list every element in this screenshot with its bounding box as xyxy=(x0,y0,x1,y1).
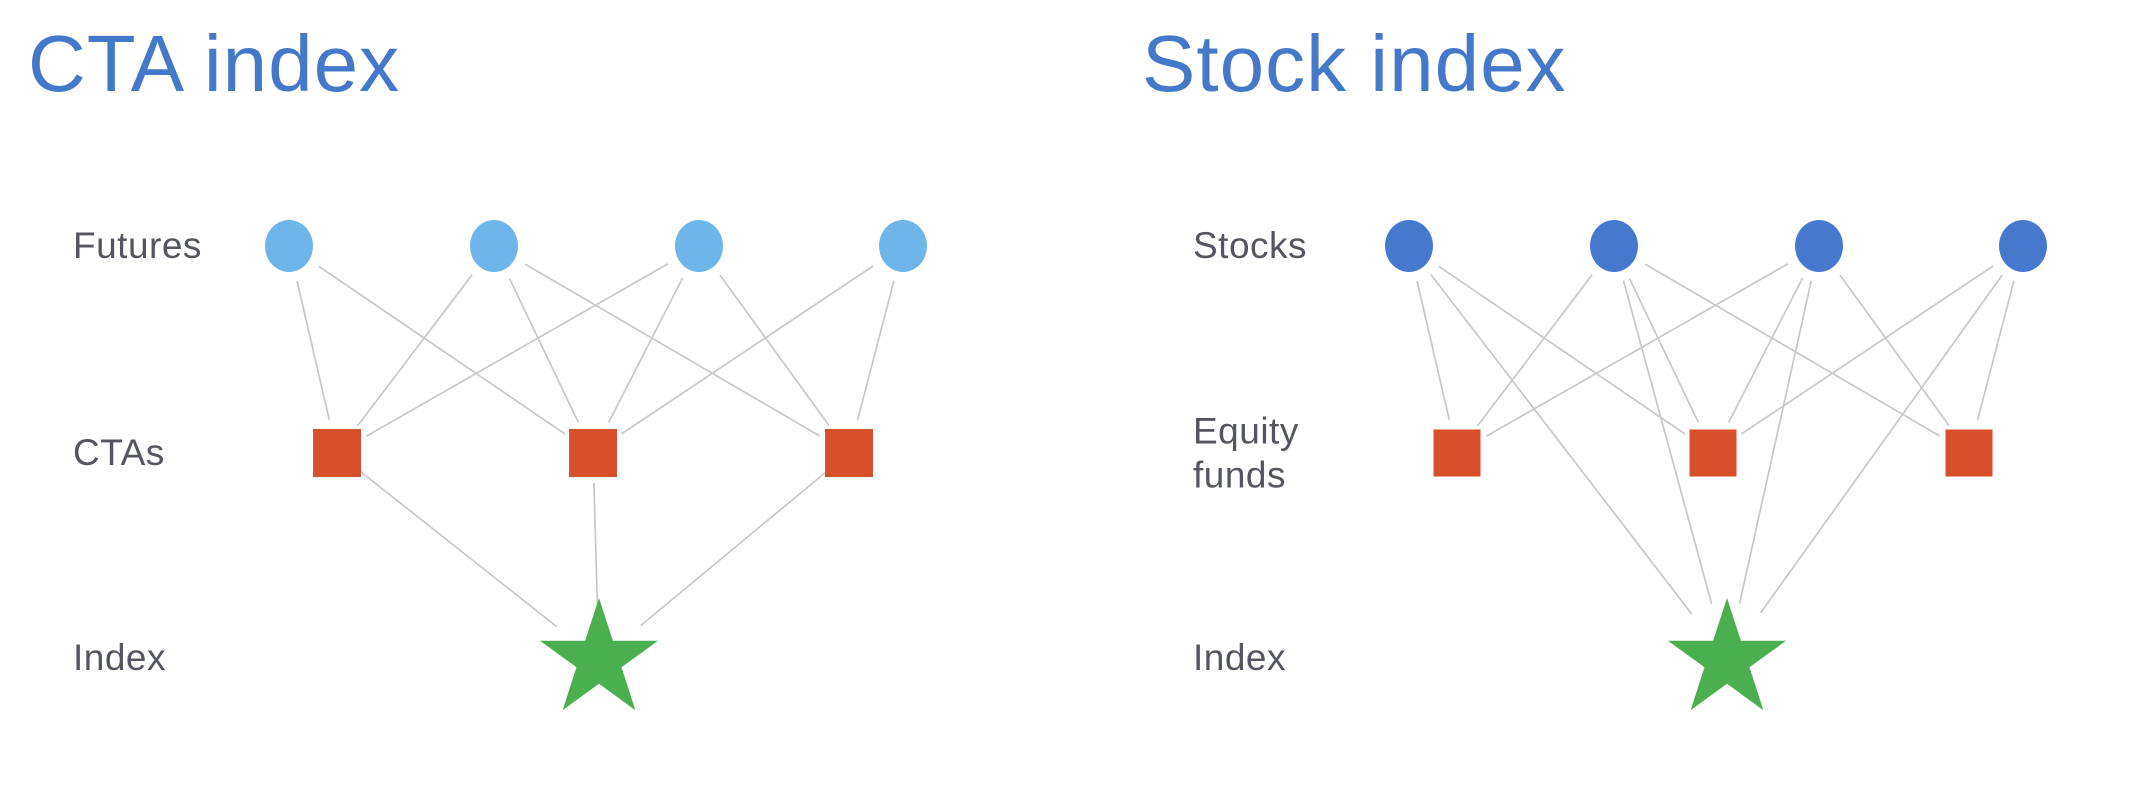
edge-cta-index-circle3-square3 xyxy=(719,274,830,426)
stock-index-star-node xyxy=(1668,598,1786,711)
label-index-right: Index xyxy=(1193,637,1287,679)
edge-stock-index-circle4-star xyxy=(1760,274,2003,614)
edge-cta-index-circle1-square1 xyxy=(296,280,331,421)
stock-index-circle-node-1 xyxy=(1385,220,1433,272)
edge-cta-index-circle4-square3 xyxy=(856,280,895,421)
label-index-left: Index xyxy=(73,637,167,679)
edge-stock-index-circle3-star xyxy=(1738,280,1813,604)
label-equity-funds: Equity funds xyxy=(1193,410,1299,495)
label-ctas: CTAs xyxy=(73,432,165,474)
edge-stock-index-circle4-square3 xyxy=(1976,280,2015,421)
cta-index-square-node-2 xyxy=(569,429,617,477)
cta-index-title: CTA index xyxy=(28,19,401,108)
edge-stock-index-circle4-square2 xyxy=(1740,265,1994,435)
edge-stock-index-circle1-star xyxy=(1430,273,1693,615)
stock-index-square-node-1 xyxy=(1433,429,1481,477)
cta-index-square-node-3 xyxy=(825,429,873,477)
edge-cta-index-circle2-square2 xyxy=(508,278,580,423)
edge-cta-index-circle2-square3 xyxy=(524,263,821,437)
edge-stock-index-circle2-square3 xyxy=(1644,263,1941,437)
stock-index-square-node-3 xyxy=(1945,429,1993,477)
edge-cta-index-circle3-square2 xyxy=(607,277,684,424)
edge-cta-index-square1-star xyxy=(359,470,558,628)
cta-index-square-node-1 xyxy=(313,429,361,477)
edge-cta-index-circle3-square1 xyxy=(366,263,669,437)
cta-index-star-node xyxy=(540,598,658,711)
edge-cta-index-square3-star xyxy=(640,471,827,627)
cta-index-circle-node-1 xyxy=(265,220,313,272)
cta-index-circle-node-3 xyxy=(675,220,723,272)
edge-cta-index-circle1-square2 xyxy=(318,265,566,435)
label-futures: Futures xyxy=(73,225,202,267)
cta-index-circle-node-2 xyxy=(470,220,518,272)
edge-stock-index-circle1-square2 xyxy=(1438,265,1686,435)
stock-index-title: Stock index xyxy=(1142,19,1567,108)
stock-index-circle-node-2 xyxy=(1590,220,1638,272)
cta-index-circle-node-4 xyxy=(879,220,927,272)
edge-stock-index-circle3-square1 xyxy=(1486,263,1789,437)
edge-stock-index-circle3-square2 xyxy=(1727,277,1804,424)
edge-cta-index-square2-star xyxy=(593,482,599,607)
stock-index-circle-node-4 xyxy=(1999,220,2047,272)
edge-cta-index-circle4-square2 xyxy=(620,265,874,435)
edge-cta-index-circle2-square1 xyxy=(356,274,473,427)
stock-index-circle-node-3 xyxy=(1795,220,1843,272)
stock-index-square-node-2 xyxy=(1689,429,1737,477)
edge-stock-index-circle3-square3 xyxy=(1839,274,1950,426)
label-stocks: Stocks xyxy=(1193,225,1308,267)
edge-stock-index-circle2-star xyxy=(1622,280,1713,605)
edge-stock-index-circle2-square2 xyxy=(1628,278,1700,423)
edge-stock-index-circle1-square1 xyxy=(1416,280,1451,421)
edge-stock-index-circle2-square1 xyxy=(1476,274,1593,427)
